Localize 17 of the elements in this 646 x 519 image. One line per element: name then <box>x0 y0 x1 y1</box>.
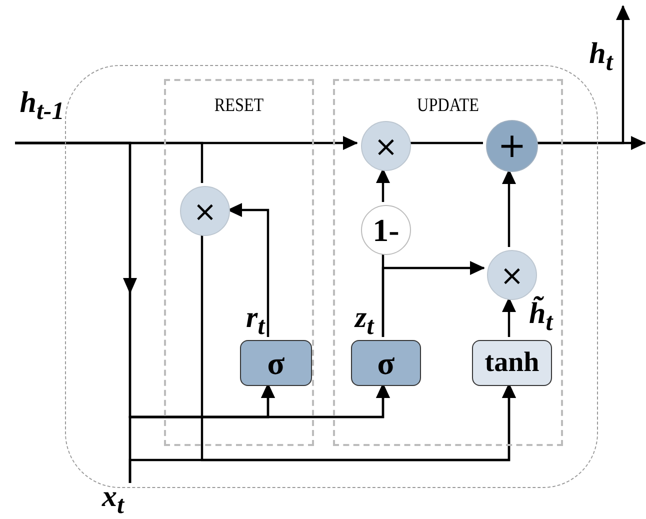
tanh-box: tanh <box>472 340 552 386</box>
sigmoid-box: σ <box>240 340 312 386</box>
cell-boundary <box>65 65 598 488</box>
multiply-operator: × <box>180 186 230 236</box>
region-title: UPDATE <box>416 95 480 117</box>
math-label: z$_{t}$ <box>355 303 374 339</box>
gate-region <box>164 79 314 446</box>
gate-region <box>333 79 563 446</box>
operator-circle: 1- <box>361 205 411 255</box>
math-label: r$_{t}$ <box>246 303 265 339</box>
multiply-operator: × <box>361 121 411 171</box>
add-operator: + <box>486 120 538 172</box>
region-title: RESET <box>213 95 265 117</box>
sigmoid-box: σ <box>351 340 421 386</box>
variable-label: h$_{t-1}$ <box>12 86 72 126</box>
variable-label: h$_{t}$ <box>583 38 619 76</box>
variable-label: x$_{t}$ <box>96 483 130 517</box>
